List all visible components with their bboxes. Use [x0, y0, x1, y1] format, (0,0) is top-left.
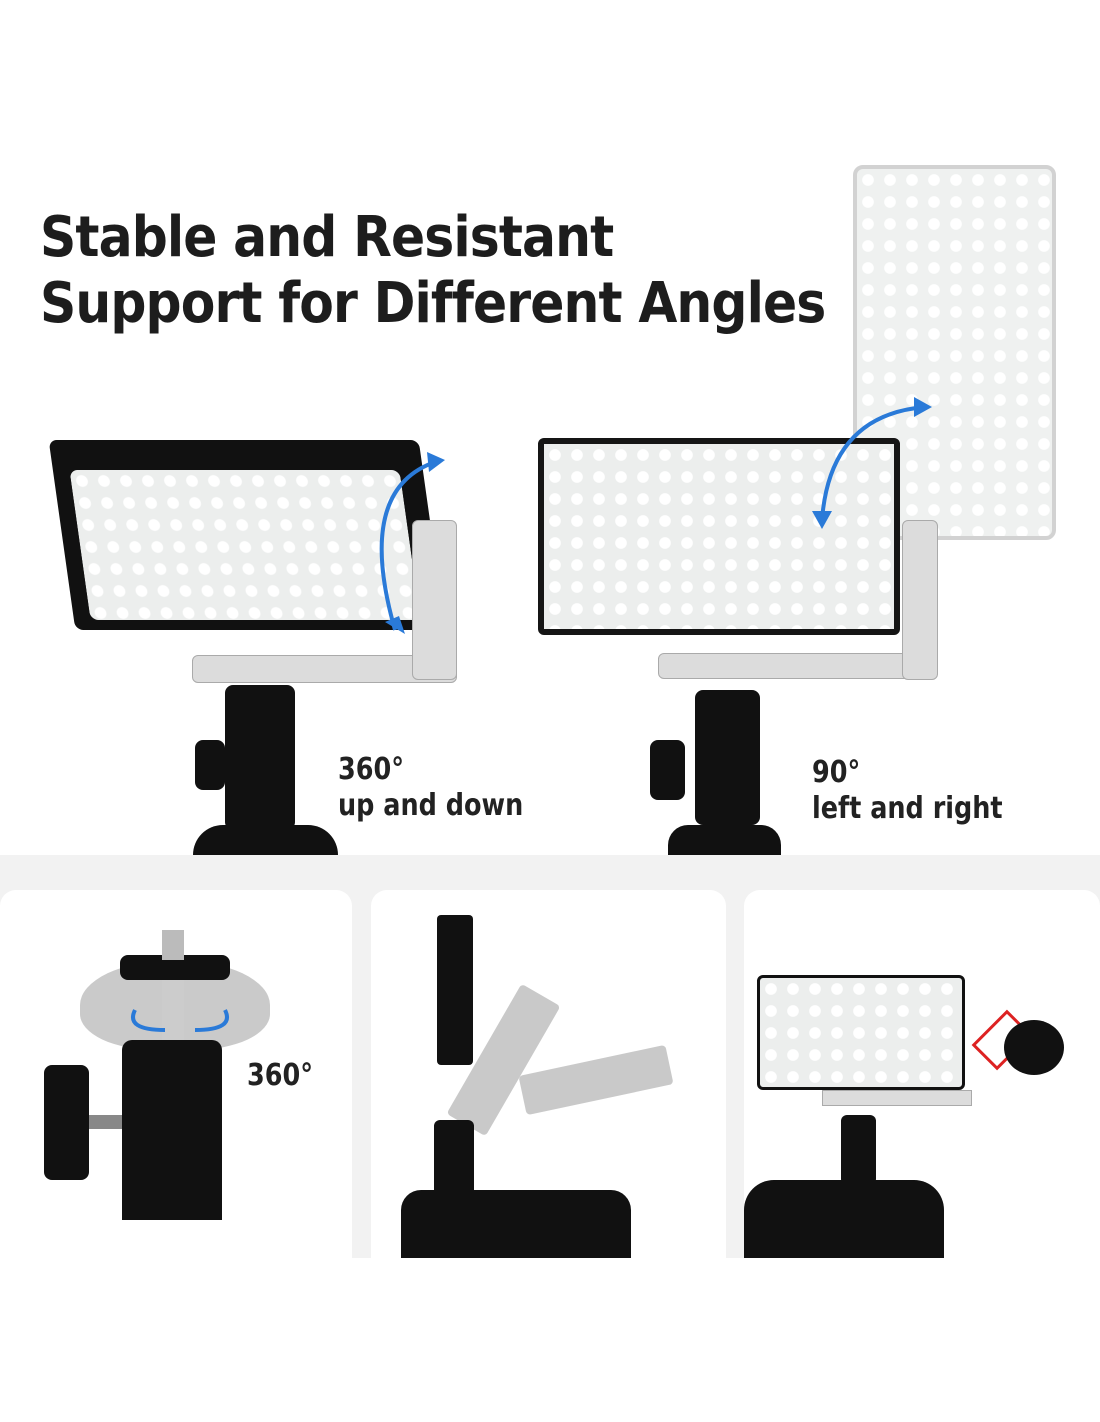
headline-line-1: Stable and Resistant	[40, 205, 614, 270]
rotate-arrow-icon	[131, 1009, 229, 1032]
ball-head	[695, 690, 760, 825]
left-angle-caption: 360° up and down	[338, 752, 523, 824]
right-caption: left and right	[812, 791, 1003, 826]
headline: Stable and Resistant Support for Differe…	[40, 205, 826, 337]
right-angle: 90°	[812, 755, 861, 790]
ball-head-knob	[650, 740, 685, 800]
card-vertical-mount	[371, 890, 726, 1258]
headline-line-2: Support for Different Angles	[40, 271, 826, 336]
rotate-arrow-icon	[812, 397, 932, 529]
ball-head-knob	[195, 740, 225, 790]
l-bracket-upright	[902, 520, 938, 680]
left-angle: 360°	[338, 752, 404, 787]
right-angle-caption: 90° left and right	[812, 755, 1003, 827]
tripod-top	[668, 825, 781, 855]
left-caption: up and down	[338, 788, 524, 823]
tripod-top	[193, 825, 338, 855]
l-bracket-upright	[412, 520, 457, 680]
right-light	[538, 438, 900, 635]
rotate-arrow-icon	[379, 452, 445, 634]
card-ball-head: 360°	[0, 890, 352, 1258]
card-angle: 360°	[247, 1058, 313, 1093]
l-bracket	[658, 653, 933, 679]
card-light-with-mic	[744, 890, 1100, 1258]
ball-head	[225, 685, 295, 830]
